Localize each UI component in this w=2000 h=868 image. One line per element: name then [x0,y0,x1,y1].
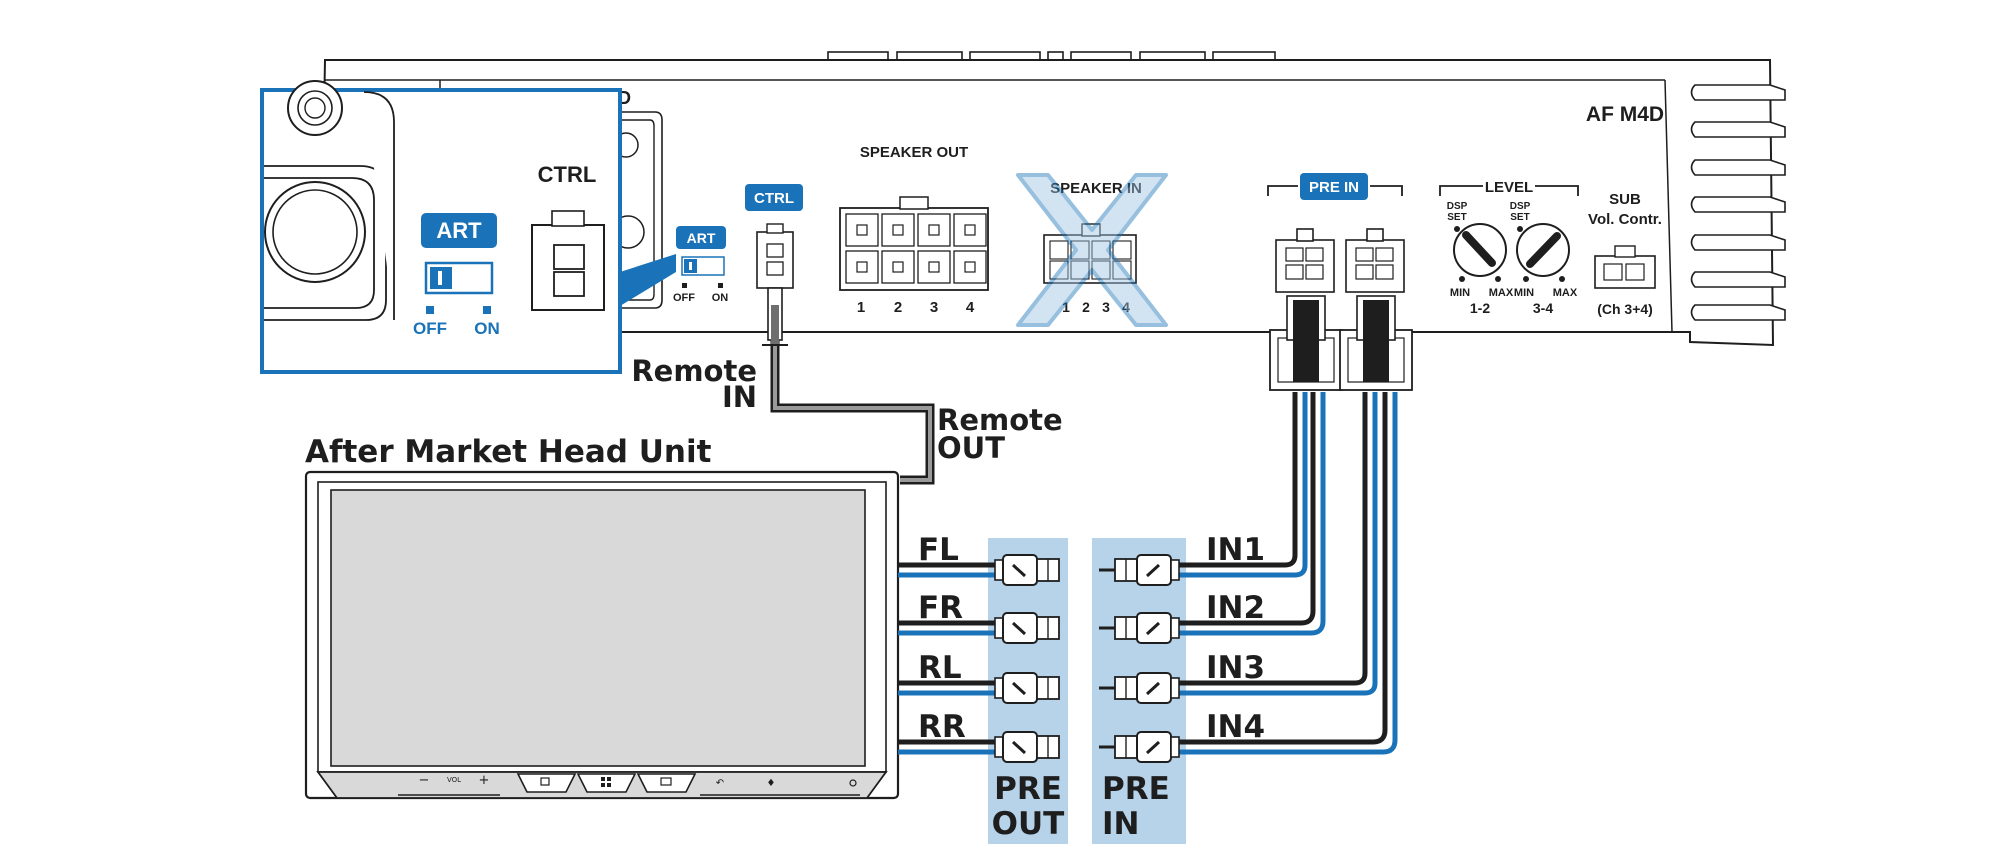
rca-plug-in4[interactable] [1099,731,1180,763]
vol-plus-button[interactable]: + [479,773,490,788]
pre-in-label-1: PRE [1102,771,1170,807]
back-icon[interactable]: ↶ [716,778,724,789]
head-unit-title: After Market Head Unit [305,434,712,470]
pre-out-label-2: OUT [992,806,1065,842]
amplifier: AF M4D D ART OFF ON CTRL [318,51,1786,391]
sub-label: SUB [1609,191,1641,208]
pre-out-label-1: PRE [994,771,1062,807]
inset-art-switch[interactable]: ART OFF ON [413,213,500,338]
callout-pointer [620,254,676,306]
rca-plug-rl-out[interactable] [994,672,1060,704]
head-unit: After Market Head Unit − VOL + ↶ ♦ [304,434,900,800]
amp-model-label: AF M4D [1586,103,1664,126]
knob2-channel: 3-4 [1533,300,1553,316]
head-unit-button-1[interactable] [516,773,577,793]
knob2-min: MIN [1514,287,1534,299]
voice-icon[interactable]: ♦ [767,778,776,789]
pre-in-badge: PRE IN [1309,179,1359,196]
remote-in-label-2: IN [722,380,757,414]
inset-ctrl-port[interactable]: CTRL [531,162,605,311]
pre-in-channel-labels: IN1 IN2 IN3 IN4 [1206,532,1265,745]
rca-plug-in1[interactable] [1099,554,1180,586]
channel-label-in1: IN1 [1206,532,1265,568]
speaker-in-pin-4: 4 [1122,299,1130,315]
inset-off-label: OFF [413,319,447,338]
amp-heatsink [1690,84,1786,321]
pre-out-channel-labels: FL FR RL RR [918,532,966,745]
pre-in-plugs [1099,554,1180,763]
head-unit-home-button[interactable] [576,773,637,793]
inset-callout: ART OFF ON CTRL [260,80,676,374]
speaker-out-label: SPEAKER OUT [860,144,968,161]
knob1-set-label: SET [1447,212,1466,223]
remote-out-label-2: OUT [937,431,1005,465]
speaker-out-pin-3: 3 [930,299,938,316]
head-unit-screen[interactable] [330,489,866,767]
amp-art-switch[interactable]: ART OFF ON [673,226,728,304]
channel-label-rr: RR [918,709,966,745]
pre-out-plugs [994,554,1060,763]
inset-art-badge: ART [436,218,482,243]
sub-channel: (Ch 3+4) [1597,301,1653,317]
level-label: LEVEL [1485,179,1533,196]
knob1-min: MIN [1450,287,1470,299]
pre-in-connector-3-4[interactable] [1339,228,1413,391]
amp-art-on: ON [712,292,729,304]
amp-ctrl-port[interactable]: CTRL [745,184,803,289]
rca-plug-in2[interactable] [1099,612,1180,644]
level-knob-3-4[interactable]: DSP SET MIN MAX 3-4 [1510,201,1578,316]
rca-plug-fr-out[interactable] [994,612,1060,644]
channel-label-in2: IN2 [1206,590,1265,626]
amp-ctrl-badge: CTRL [754,190,794,207]
pre-in-label-2: IN [1102,806,1139,842]
head-unit-button-3[interactable] [636,773,697,793]
speaker-in-port: SPEAKER IN 1 2 3 4 [1016,173,1168,327]
knob2-max: MAX [1553,287,1578,299]
inset-ctrl-label: CTRL [538,162,597,187]
remote-wire [762,287,935,485]
rca-plug-fl-out[interactable] [994,554,1060,586]
vol-label: VOL [447,776,461,784]
channel-label-fl: FL [918,532,959,568]
pre-out-wires [898,562,1000,755]
channel-label-in4: IN4 [1206,709,1265,745]
speaker-out-pin-1: 1 [857,299,865,316]
pre-in-wires [1170,392,1398,755]
sub-volume-port[interactable]: SUB Vol. Contr. (Ch 3+4) [1588,191,1662,317]
channel-label-in3: IN3 [1206,650,1265,686]
knob1-channel: 1-2 [1470,300,1490,316]
knob1-max: MAX [1489,287,1514,299]
rca-plug-in3[interactable] [1099,672,1180,704]
speaker-out-port[interactable]: SPEAKER OUT 1 2 3 4 [839,144,989,316]
rca-plug-rr-out[interactable] [994,731,1060,763]
knob2-dsp-label: DSP [1510,201,1531,212]
cross-out-icon [1016,173,1168,327]
amp-art-off: OFF [673,292,695,304]
channel-label-fr: FR [918,590,963,626]
speaker-in-pin-1: 1 [1062,299,1070,315]
speaker-in-pin-2: 2 [1082,299,1090,315]
knob2-set-label: SET [1510,212,1529,223]
speaker-out-pin-2: 2 [894,299,902,316]
grid-icon [601,777,611,787]
sub-vol-label: Vol. Contr. [1588,211,1662,228]
remote-out-label-1: Remote [937,403,1063,437]
vol-minus-button[interactable]: − [419,773,430,788]
power-icon[interactable] [849,779,857,787]
knob1-dsp-label: DSP [1447,201,1468,212]
amp-art-badge: ART [687,230,716,246]
pre-in-port-group: PRE IN [1267,173,1413,391]
speaker-in-pin-3: 3 [1102,299,1110,315]
rca-cables [898,392,1398,755]
speaker-out-pin-4: 4 [966,299,975,316]
speaker-in-label: SPEAKER IN [1050,180,1142,197]
level-knob-1-2[interactable]: DSP SET MIN MAX 1-2 [1447,201,1514,316]
remote-in-label-1: Remote [631,354,757,388]
pre-in-connector-1-2[interactable] [1269,228,1343,391]
inset-on-label: ON [474,319,500,338]
channel-label-rl: RL [918,650,962,686]
level-controls: LEVEL DSP SET MIN MAX 1-2 DSP SET [1439,179,1579,316]
